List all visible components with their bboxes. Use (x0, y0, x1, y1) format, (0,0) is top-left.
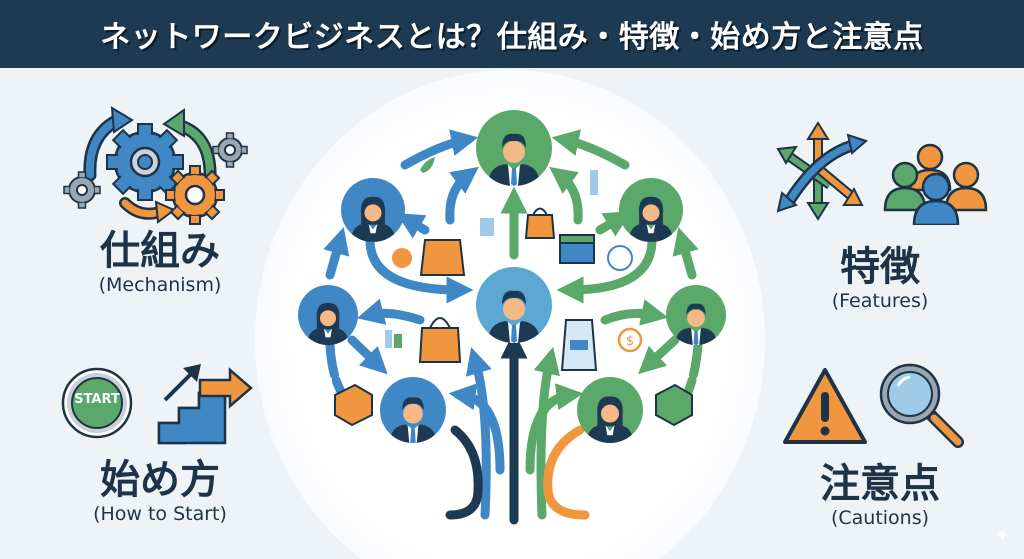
growth-stairs-icon (61, 364, 253, 445)
fruit-icon (392, 248, 412, 268)
title-banner: ネットワークビジネスとは？仕組み・特徴・始め方と注意点 (0, 0, 1024, 68)
sparkle-icon: ✦ (995, 525, 1011, 546)
mechanism-sublabel: (Mechanism) (98, 274, 222, 296)
cup-icon (480, 218, 494, 236)
gears-icon (63, 106, 248, 225)
shopping-bag-icon (524, 214, 556, 239)
people-group-icon (883, 143, 988, 227)
magnifier-icon (879, 363, 964, 448)
how-to-start-panel: START 始め方 (How to Start) (55, 358, 265, 526)
start-button[interactable]: START (74, 392, 120, 407)
paper-bag-icon (419, 239, 466, 276)
node-upper-left (341, 178, 405, 242)
node-upper-right (619, 178, 683, 242)
bottles-icon (385, 330, 392, 348)
page-title: ネットワークビジネスとは？仕組み・特徴・始め方と注意点 (100, 20, 924, 55)
mechanism-panel: 仕組み (Mechanism) (60, 100, 260, 297)
cautions-label: 注意点 (820, 461, 940, 507)
features-panel: 特徴 (Features) (770, 115, 990, 313)
node-center (476, 267, 552, 343)
leaf-icon (420, 157, 435, 173)
features-sublabel: (Features) (831, 290, 929, 312)
bottle-icon (590, 170, 598, 195)
node-lower-right (577, 377, 643, 443)
recycle-people-icon (607, 245, 633, 271)
dollar-cycle-icon (617, 327, 643, 353)
warning-icon (783, 363, 964, 448)
how-to-start-label: 始め方 (100, 457, 220, 503)
crossing-arrows-icon (776, 121, 988, 227)
tote-bag-icon (418, 327, 462, 363)
network-diagram: $ (298, 110, 726, 525)
svg-text:$: $ (626, 334, 634, 349)
node-mid-left (298, 285, 358, 345)
mechanism-label: 仕組み (100, 228, 220, 274)
how-to-start-sublabel: (How to Start) (93, 503, 227, 525)
green-box-icon (655, 383, 693, 427)
node-lower-left (380, 377, 446, 443)
features-label: 特徴 (840, 244, 920, 290)
node-top (476, 110, 552, 186)
cautions-sublabel: (Cautions) (830, 507, 930, 529)
cautions-panel: 注意点 (Cautions) (770, 358, 990, 530)
cardboard-box-icon (334, 383, 373, 427)
node-mid-right (666, 285, 726, 345)
